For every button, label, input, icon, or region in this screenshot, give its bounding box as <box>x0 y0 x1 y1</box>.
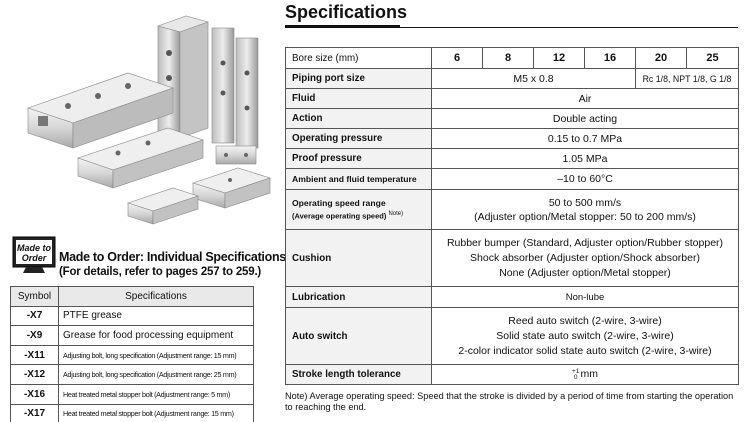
tolerance-unit: mm <box>580 368 598 381</box>
header-symbol: Symbol <box>10 286 59 307</box>
bore-size-label: Bore size (mm) <box>285 47 432 69</box>
tolerance-minus: 0 <box>573 373 578 381</box>
speed-value-line-1: 50 to 500 mm/s <box>548 196 622 209</box>
speed-value: 50 to 500 mm/s (Adjuster option/Metal st… <box>431 189 739 230</box>
symbol-cell: -X7 <box>10 305 59 327</box>
piping-small-value: M5 x 0.8 <box>431 68 636 89</box>
spec-cell: Adjusting bolt, long specification (Adju… <box>58 344 254 366</box>
made-to-order-table: Symbol Specifications -X7 PTFE grease -X… <box>10 286 254 422</box>
spec-cell: Heat treated metal stopper bolt (Adjustm… <box>58 403 254 422</box>
cushion-value-line-3: None (Adjuster option/Metal stopper) <box>499 266 671 279</box>
table-header-row: Symbol Specifications <box>10 286 254 307</box>
action-value: Double acting <box>431 108 739 129</box>
proof-pressure-value: 1.05 MPa <box>431 148 739 169</box>
fluid-label: Fluid <box>285 88 432 109</box>
fluid-row: Fluid Air <box>285 88 739 109</box>
compact-cylinder <box>215 145 257 165</box>
piping-large-value: Rc 1/8, NPT 1/8, G 1/8 <box>635 68 739 89</box>
lubrication-value: Non-lube <box>431 286 739 308</box>
specifications-table: Bore size (mm) 6 8 12 16 20 25 Piping po… <box>285 47 739 385</box>
bore-size-row: Bore size (mm) 6 8 12 16 20 25 <box>285 47 739 69</box>
spec-cell: Heat treated metal stopper bolt (Adjustm… <box>58 383 254 405</box>
speed-value-line-2: (Adjuster option/Metal stopper: 50 to 20… <box>474 210 696 223</box>
symbol-cell: -X9 <box>10 325 59 346</box>
operating-pressure-label: Operating pressure <box>285 128 432 149</box>
badge-line-2: Order <box>22 253 47 263</box>
auto-switch-line-2: Solid state auto switch (2-wire, 3-wire) <box>496 329 674 342</box>
temperature-value: –10 to 60°C <box>431 168 739 190</box>
symbol-cell: -X12 <box>10 364 59 385</box>
speed-label-line-1: Operating speed range <box>292 198 386 209</box>
action-row: Action Double acting <box>285 108 739 129</box>
speed-note-mark: Note) <box>388 211 404 218</box>
fluid-value: Air <box>431 88 739 109</box>
bore-25: 25 <box>686 47 739 69</box>
operating-pressure-value: 0.15 to 0.7 MPa <box>431 128 739 149</box>
lubrication-label: Lubrication <box>285 286 432 308</box>
auto-switch-value: Reed auto switch (2-wire, 3-wire) Solid … <box>431 307 739 365</box>
table-row: -X17 Heat treated metal stopper bolt (Ad… <box>10 403 254 422</box>
title-rule <box>285 27 738 28</box>
cushion-value: Rubber bumper (Standard, Adjuster option… <box>431 229 739 287</box>
footnote: Note) Average operating speed: Speed tha… <box>285 391 734 412</box>
title-underline <box>285 25 400 28</box>
auto-switch-line-1: Reed auto switch (2-wire, 3-wire) <box>508 314 662 327</box>
upright-cylinder <box>157 15 259 149</box>
table-row: -X9 Grease for food processing equipment <box>10 325 254 346</box>
mini-slide-table <box>127 187 199 225</box>
temperature-label: Ambient and fluid temperature <box>285 168 432 190</box>
badge-line-1: Made to <box>17 243 52 253</box>
large-slide-table <box>27 72 174 149</box>
table-row: -X7 PTFE grease <box>10 305 254 327</box>
table-row: -X11 Adjusting bolt, long specification … <box>10 344 254 366</box>
symbol-cell: -X17 <box>10 403 59 422</box>
bore-20: 20 <box>635 47 687 69</box>
speed-row: Operating speed range (Average operating… <box>285 189 739 230</box>
proof-pressure-label: Proof pressure <box>285 148 432 169</box>
made-to-order-badge: Made to Order <box>12 236 56 273</box>
auto-switch-label: Auto switch <box>285 307 432 365</box>
bore-16: 16 <box>584 47 636 69</box>
speed-label: Operating speed range (Average operating… <box>285 189 432 230</box>
product-photo <box>27 15 271 225</box>
table-row: -X12 Adjusting bolt, long specification … <box>10 364 254 385</box>
auto-switch-row: Auto switch Reed auto switch (2-wire, 3-… <box>285 307 739 365</box>
cushion-row: Cushion Rubber bumper (Standard, Adjuste… <box>285 229 739 287</box>
stroke-tolerance-label: Stroke length tolerance <box>285 364 432 385</box>
made-to-order-title: Made to Order: Individual Specifications <box>59 250 286 264</box>
spec-cell: Grease for food processing equipment <box>58 325 254 346</box>
specifications-title: Specifications <box>285 2 408 22</box>
cushion-value-line-2: Shock absorber (Adjuster option/Shock ab… <box>470 251 700 264</box>
piping-row: Piping port size M5 x 0.8 Rc 1/8, NPT 1/… <box>285 68 739 89</box>
bore-8: 8 <box>482 47 534 69</box>
speed-label-line-2-text: (Average operating speed) <box>292 211 387 221</box>
bore-12: 12 <box>533 47 585 69</box>
symbol-cell: -X16 <box>10 383 59 405</box>
made-to-order-subtitle: (For details, refer to pages 257 to 259.… <box>59 266 262 278</box>
header-specifications: Specifications <box>58 286 254 307</box>
proof-pressure-row: Proof pressure 1.05 MPa <box>285 148 739 169</box>
bore-6: 6 <box>431 47 483 69</box>
table-row: -X16 Heat treated metal stopper bolt (Ad… <box>10 383 254 405</box>
medium-slide-table <box>77 127 204 189</box>
lubrication-row: Lubrication Non-lube <box>285 286 739 308</box>
cushion-label: Cushion <box>285 229 432 287</box>
small-slide-table <box>192 167 271 209</box>
cushion-value-line-1: Rubber bumper (Standard, Adjuster option… <box>446 236 724 249</box>
temperature-row: Ambient and fluid temperature –10 to 60°… <box>285 168 739 190</box>
tolerance-plus: +1 <box>572 367 580 375</box>
auto-switch-line-3: 2-color indicator solid state auto switc… <box>458 344 712 357</box>
piping-label: Piping port size <box>285 68 432 89</box>
action-label: Action <box>285 108 432 129</box>
symbol-cell: -X11 <box>10 344 59 366</box>
spec-cell: PTFE grease <box>58 305 254 327</box>
speed-label-line-2: (Average operating speed) Note) <box>292 209 425 222</box>
spec-cell: Adjusting bolt, long specification (Adju… <box>58 364 254 385</box>
operating-pressure-row: Operating pressure 0.15 to 0.7 MPa <box>285 128 739 149</box>
